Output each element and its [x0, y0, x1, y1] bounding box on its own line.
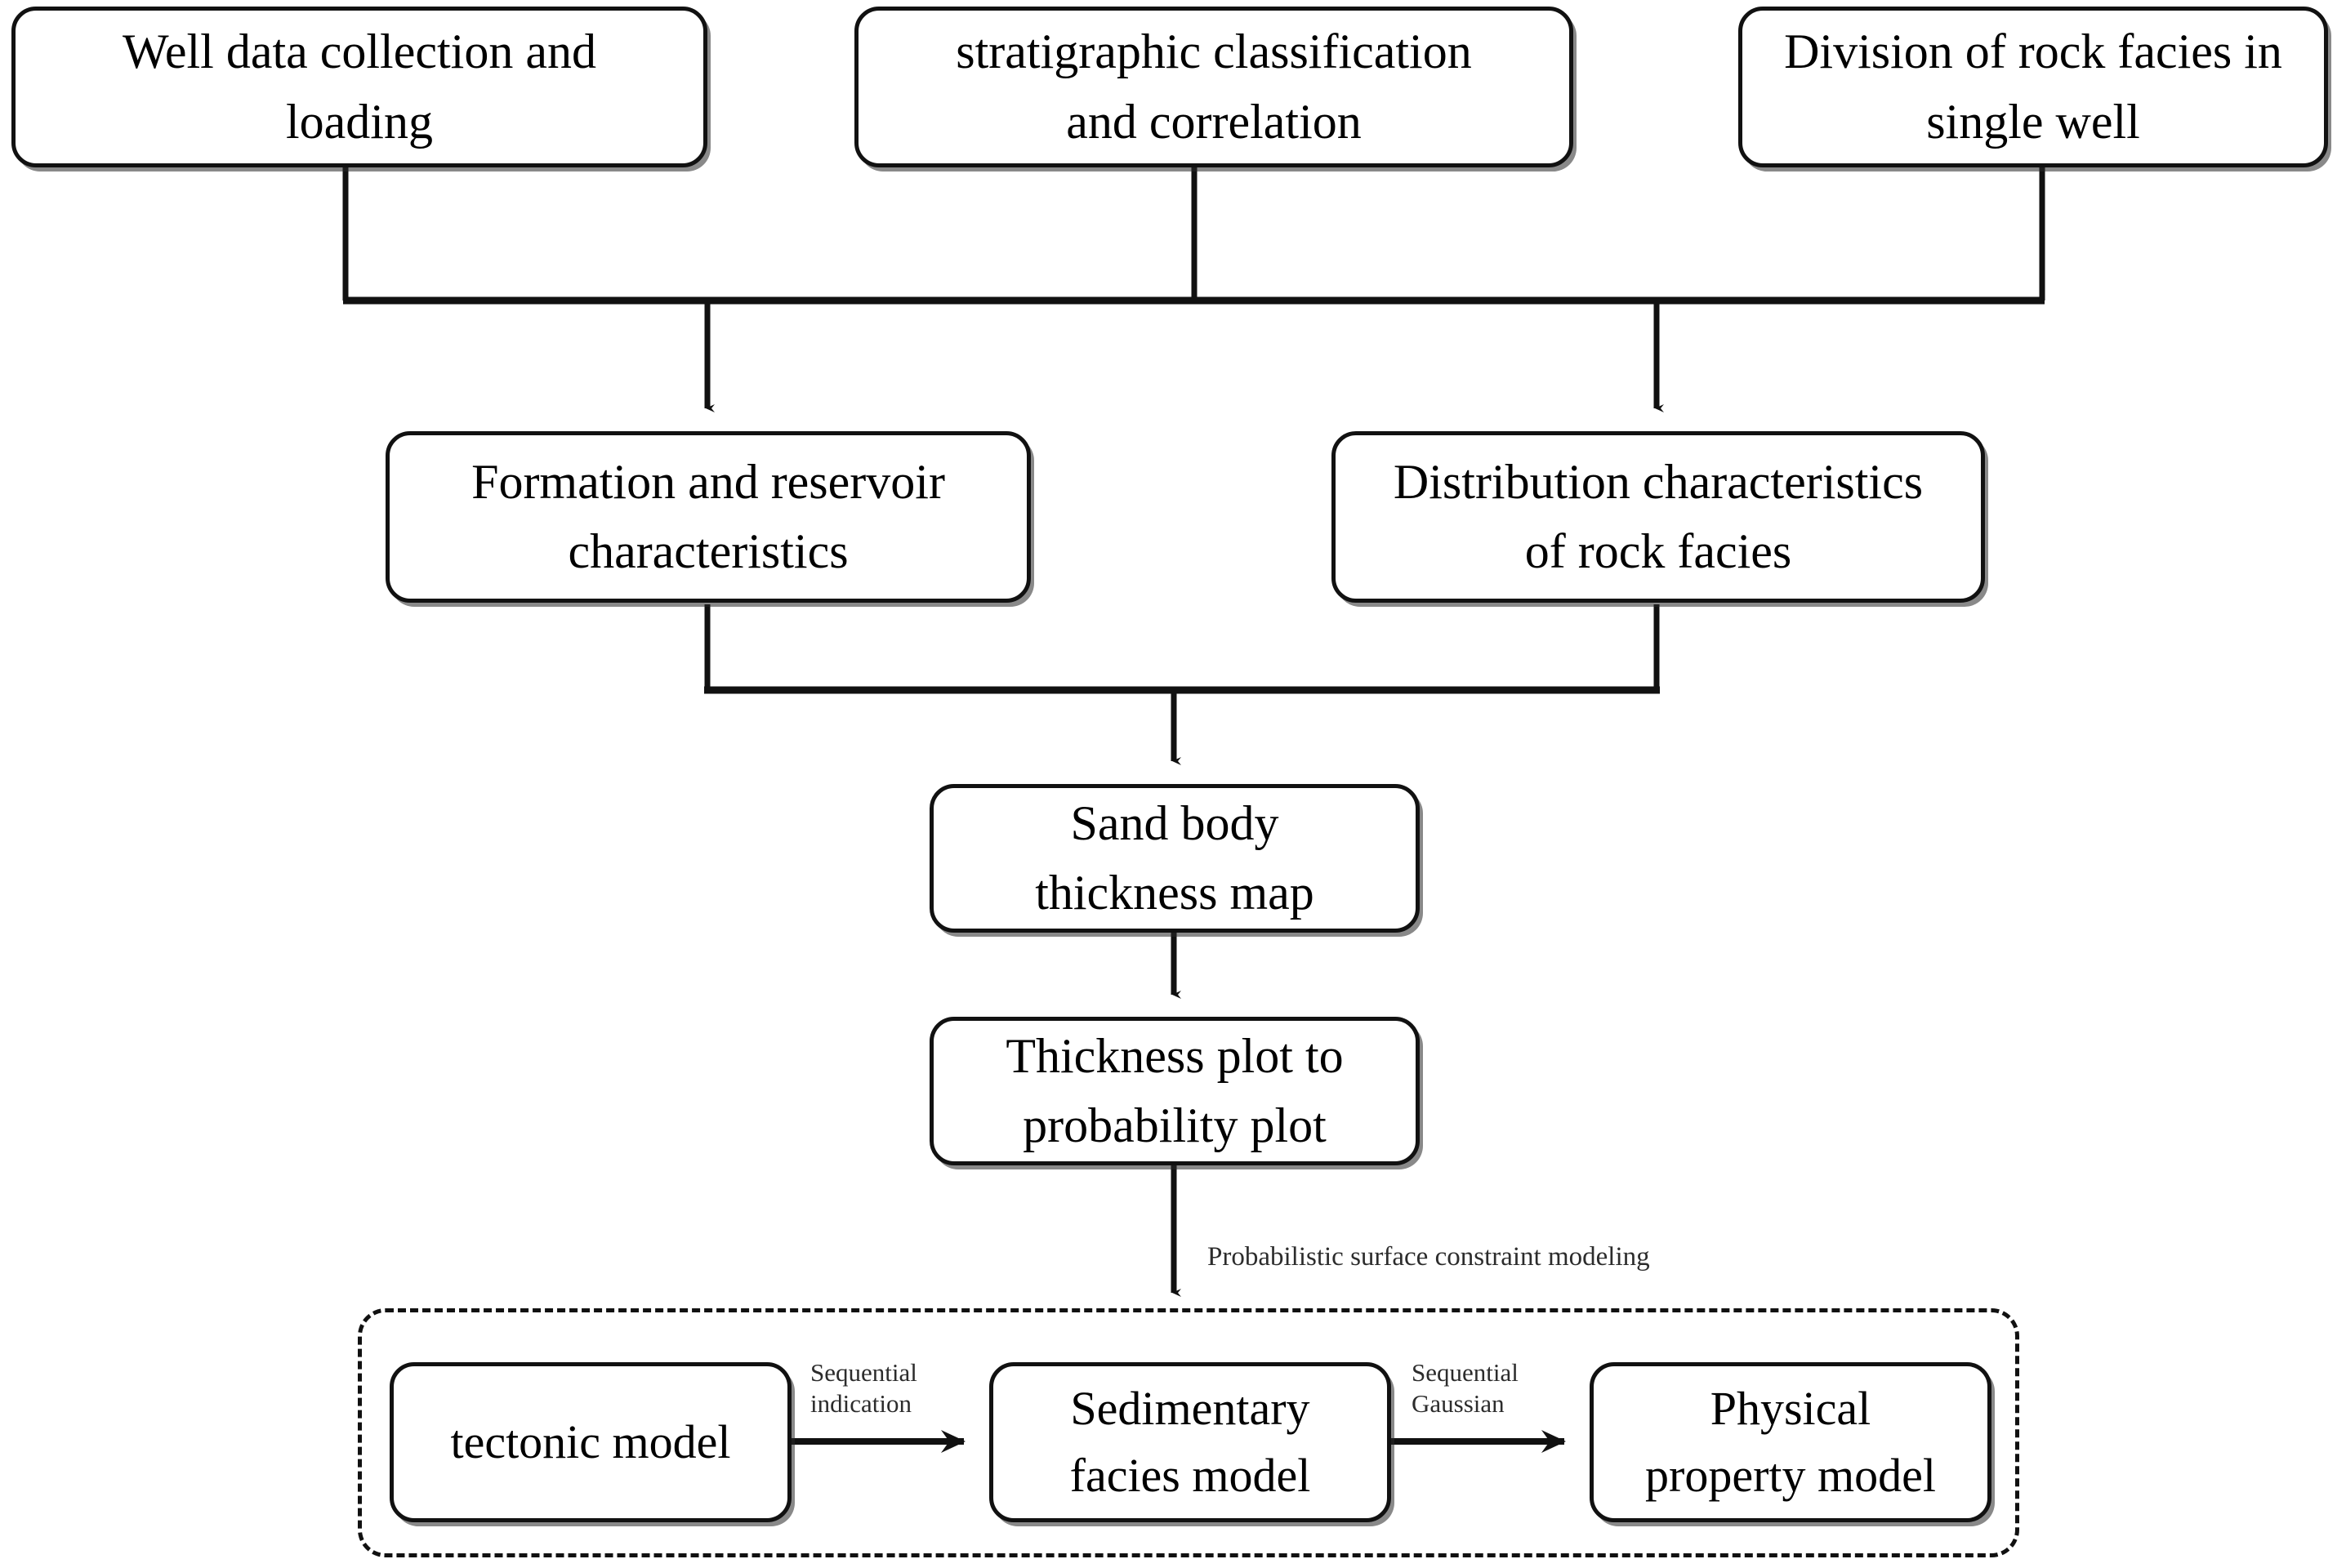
node-label: Thickness plot to probability plot	[1006, 1028, 1344, 1152]
edge-label-sequential-gaussian: Sequential Gaussian	[1412, 1358, 1519, 1418]
node-label: Division of rock facies in single well	[1784, 24, 2282, 149]
node-sand-body-thickness-map[interactable]: Sand body thickness map	[930, 784, 1420, 933]
node-well-data-collection[interactable]: Well data collection and loading	[11, 7, 707, 167]
node-label: stratigraphic classification and correla…	[956, 24, 1472, 149]
node-sedimentary-facies-model[interactable]: Sedimentary facies model	[989, 1362, 1391, 1522]
node-label: Formation and reservoir characteristics	[471, 454, 945, 578]
edge-label-sequential-indication: Sequential indication	[810, 1358, 917, 1418]
node-rock-facies-division[interactable]: Division of rock facies in single well	[1738, 7, 2328, 167]
node-label: Physical property model	[1645, 1381, 1936, 1502]
node-label: Sand body thickness map	[1035, 795, 1314, 920]
node-distribution-rock-facies[interactable]: Distribution characteristics of rock fac…	[1331, 431, 1985, 603]
node-formation-reservoir-characteristics[interactable]: Formation and reservoir characteristics	[386, 431, 1031, 603]
node-stratigraphic-classification[interactable]: stratigraphic classification and correla…	[854, 7, 1573, 167]
node-label: Distribution characteristics of rock fac…	[1393, 454, 1924, 578]
node-tectonic-model[interactable]: tectonic model	[390, 1362, 792, 1522]
edge-label-probabilistic-surface-constraint-modeling: Probabilistic surface constraint modelin…	[1207, 1242, 1650, 1272]
model-group-container	[358, 1308, 2019, 1557]
node-label: Well data collection and loading	[123, 24, 596, 149]
node-physical-property-model[interactable]: Physical property model	[1590, 1362, 1991, 1522]
node-label: Sedimentary facies model	[1069, 1381, 1311, 1502]
node-label: tectonic model	[450, 1414, 731, 1468]
node-thickness-to-probability-plot[interactable]: Thickness plot to probability plot	[930, 1017, 1420, 1165]
